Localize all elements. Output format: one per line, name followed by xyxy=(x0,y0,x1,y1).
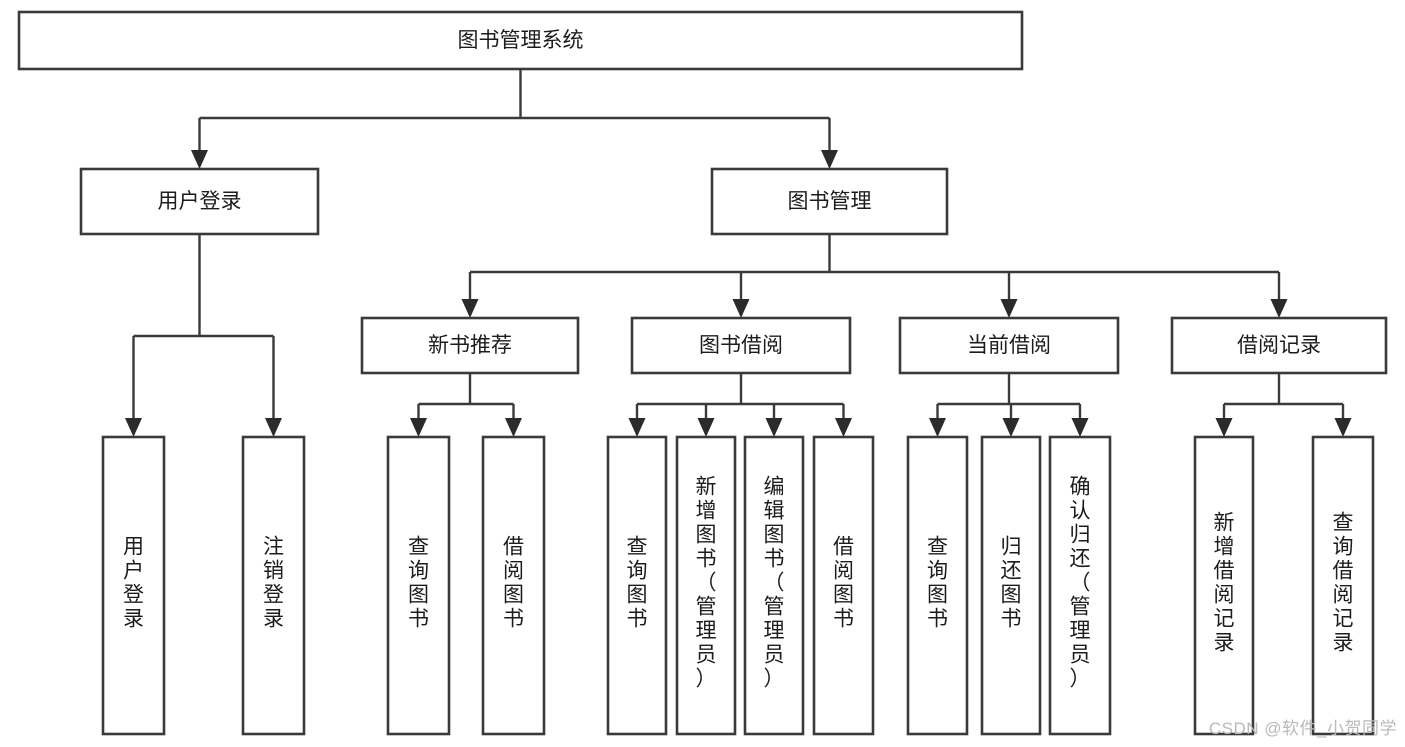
arrow-head-icon xyxy=(410,418,427,437)
arrow-head-icon xyxy=(1000,299,1018,318)
node-new-book-recommend[interactable]: 新书推荐 xyxy=(360,316,580,375)
arrow-head-icon xyxy=(1071,418,1089,437)
arrow-head-icon xyxy=(697,418,715,437)
arrow-head-icon xyxy=(125,418,142,437)
node-book-manage[interactable]: 图书管理 xyxy=(710,167,949,236)
node-user-login[interactable]: 用户登录 xyxy=(79,167,320,236)
arrow-head-icon xyxy=(1270,299,1288,318)
node-label: 注销登录 xyxy=(263,536,284,631)
node-leaf-query-borrow-record[interactable]: 查询借阅记录 xyxy=(1311,435,1375,736)
node-leaf-edit-book-admin[interactable]: 编辑图书（管理员） xyxy=(743,435,805,736)
arrow-head-icon xyxy=(732,299,750,318)
node-leaf-add-borrow-record[interactable]: 新增借阅记录 xyxy=(1193,435,1255,736)
node-label: 新增图书（管理员） xyxy=(696,476,717,691)
arrow-head-icon xyxy=(191,150,208,169)
node-label: 用户登录 xyxy=(158,190,242,213)
node-label: 查询图书 xyxy=(627,536,648,631)
node-leaf-borrow-book-1[interactable]: 借阅图书 xyxy=(481,435,546,736)
node-leaf-return-book[interactable]: 归还图书 xyxy=(980,435,1042,736)
node-leaf-query-book-1[interactable]: 查询图书 xyxy=(386,435,451,736)
node-book-borrow[interactable]: 图书借阅 xyxy=(630,316,852,375)
node-label: 查询图书 xyxy=(927,536,948,631)
arrow-head-icon xyxy=(461,299,479,318)
arrow-head-icon xyxy=(821,150,838,169)
node-leaf-logout[interactable]: 注销登录 xyxy=(241,435,306,736)
node-label: 确认归还（管理员） xyxy=(1070,476,1091,691)
node-leaf-add-book-admin[interactable]: 新增图书（管理员） xyxy=(675,435,737,736)
node-label: 图书管理系统 xyxy=(458,29,584,52)
connector-layer xyxy=(125,69,1352,437)
node-label: 归还图书 xyxy=(1001,536,1022,631)
node-label: 借阅图书 xyxy=(503,536,524,631)
node-label: 借阅记录 xyxy=(1237,334,1321,357)
arrow-head-icon xyxy=(835,418,852,437)
node-label: 查询借阅记录 xyxy=(1333,512,1354,655)
node-label: 图书借阅 xyxy=(699,334,783,357)
node-label: 借阅图书 xyxy=(833,536,854,631)
arrow-head-icon xyxy=(505,418,522,437)
node-root-system[interactable]: 图书管理系统 xyxy=(17,10,1024,71)
arrow-head-icon xyxy=(628,418,646,437)
node-leaf-user-login[interactable]: 用户登录 xyxy=(101,435,166,736)
node-leaf-confirm-return-admin[interactable]: 确认归还（管理员） xyxy=(1048,435,1112,736)
arrow-head-icon xyxy=(1334,418,1352,437)
arrow-head-icon xyxy=(765,418,783,437)
node-borrow-record[interactable]: 借阅记录 xyxy=(1170,316,1388,375)
node-label: 用户登录 xyxy=(123,536,144,631)
node-label: 新书推荐 xyxy=(428,334,512,357)
node-label: 查询图书 xyxy=(408,536,429,631)
node-label: 编辑图书（管理员） xyxy=(764,476,785,691)
node-leaf-query-book-2[interactable]: 查询图书 xyxy=(606,435,668,736)
node-leaf-borrow-book-2[interactable]: 借阅图书 xyxy=(812,435,875,736)
node-label: 新增借阅记录 xyxy=(1214,512,1235,655)
node-leaf-query-book-3[interactable]: 查询图书 xyxy=(906,435,969,736)
node-current-borrow[interactable]: 当前借阅 xyxy=(898,316,1120,375)
node-label: 当前借阅 xyxy=(967,334,1051,357)
node-label: 图书管理 xyxy=(788,190,872,213)
arrow-head-icon xyxy=(1215,418,1233,437)
node-layer: 图书管理系统用户登录图书管理新书推荐图书借阅当前借阅借阅记录用户登录注销登录查询… xyxy=(17,10,1388,736)
arrow-head-icon xyxy=(1002,418,1020,437)
arrow-head-icon xyxy=(265,418,282,437)
arrow-head-icon xyxy=(929,418,946,437)
